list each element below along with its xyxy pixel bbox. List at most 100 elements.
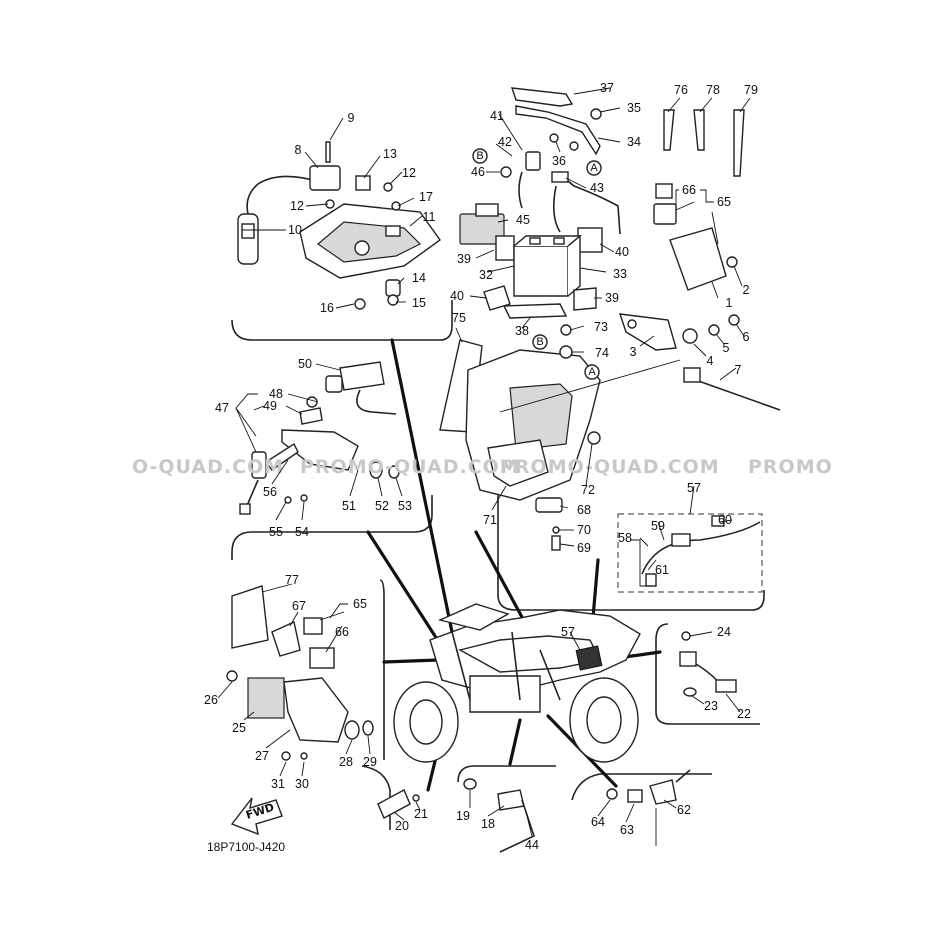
callout-73: 73: [594, 320, 608, 334]
callout-41: 41: [490, 109, 504, 123]
section-curve-right: [497, 490, 765, 611]
callout-9: 9: [348, 111, 355, 125]
callout-45: 45: [516, 213, 530, 227]
callout-47: 47: [215, 401, 229, 415]
callout-29: 29: [363, 755, 377, 769]
callout-14: 14: [412, 271, 426, 285]
callout-71: 71: [483, 513, 497, 527]
section-curve-bottom-3: [571, 773, 712, 801]
callout-67: 67: [292, 599, 306, 613]
callout-13: 13: [383, 147, 397, 161]
main-switch-assembly: [239, 361, 400, 515]
callout-30: 30: [295, 777, 309, 791]
atv-vehicle: [393, 603, 641, 763]
callout-15: 15: [412, 296, 426, 310]
diagram-code: 18P7100-J420: [207, 840, 285, 854]
ignition-coil-assembly: [237, 141, 441, 310]
fwd-arrow-icon: [230, 797, 283, 836]
ref-b-circle-2: [532, 334, 548, 350]
callout-27: 27: [255, 749, 269, 763]
callout-12-a: 12: [290, 199, 304, 213]
section-curve-bottom-2: [457, 765, 556, 783]
reference-markers: B A B A: [472, 148, 602, 380]
callout-51: 51: [342, 499, 356, 513]
callout-18: 18: [481, 817, 495, 831]
callout-3: 3: [630, 345, 637, 359]
callout-75: 75: [452, 311, 466, 325]
ref-a-label-1: A: [590, 162, 598, 174]
callout-56: 56: [263, 485, 277, 499]
rectifier-assembly: [226, 585, 374, 761]
callout-55: 55: [269, 525, 283, 539]
ref-a-label-2: A: [588, 366, 596, 378]
callout-43: 43: [590, 181, 604, 195]
callout-22: 22: [737, 707, 751, 721]
watermark-1: O-QUAD.COM: [132, 456, 284, 478]
callout-60: 60: [718, 513, 732, 527]
callout-76: 76: [674, 83, 688, 97]
callout-42: 42: [498, 135, 512, 149]
callout-7: 7: [735, 363, 742, 377]
callout-37: 37: [600, 81, 614, 95]
callout-10: 10: [288, 223, 302, 237]
watermark-4: PROMO: [748, 456, 833, 478]
callout-46: 46: [471, 165, 485, 179]
callout-57-b: 57: [561, 625, 575, 639]
watermark-3: PROMO-QUAD.COM: [500, 456, 720, 478]
callout-20: 20: [395, 819, 409, 833]
callout-5: 5: [723, 341, 730, 355]
callout-77-b: 78: [706, 83, 720, 97]
callout-70: 70: [577, 523, 591, 537]
group-brackets: [235, 189, 714, 619]
callout-77: 77: [285, 573, 299, 587]
section-curve-bottom-1: [361, 765, 391, 830]
watermarks: O-QUAD.COM PROMO-QUAD.COM PROMO-QUAD.COM…: [132, 456, 833, 478]
section-curve-right-lower: [655, 623, 760, 725]
callout-59: 59: [651, 519, 665, 533]
callout-26: 26: [204, 693, 218, 707]
callout-39-a: 39: [457, 252, 471, 266]
callout-39-b: 39: [605, 291, 619, 305]
callout-33: 33: [613, 267, 627, 281]
callout-63: 63: [620, 823, 634, 837]
callout-1: 1: [726, 296, 733, 310]
callout-54: 54: [295, 525, 309, 539]
callout-11: 11: [423, 210, 436, 224]
callout-52: 52: [375, 499, 389, 513]
section-curve-mid-left: [231, 495, 433, 560]
wire-harness-detail: [617, 513, 763, 593]
callout-66-b: 66: [335, 625, 349, 639]
callout-48: 48: [269, 387, 283, 401]
callout-62: 62: [677, 803, 691, 817]
callout-79: 79: [744, 83, 758, 97]
callout-24: 24: [717, 625, 731, 639]
callout-58: 58: [618, 531, 632, 545]
callout-38: 38: [515, 324, 529, 338]
callout-12-b: 12: [402, 166, 416, 180]
callout-32: 32: [479, 268, 493, 282]
relay-cdi-assembly: [499, 109, 781, 413]
callout-50: 50: [298, 357, 312, 371]
callout-57-a: 57: [687, 481, 701, 495]
callout-19: 19: [456, 809, 470, 823]
callout-25: 25: [232, 721, 246, 735]
section-curve-lower-left: [379, 579, 385, 760]
callout-31: 31: [271, 777, 285, 791]
callout-16: 16: [320, 301, 334, 315]
callout-64: 64: [591, 815, 605, 829]
callout-65-b: 65: [353, 597, 367, 611]
callout-23: 23: [704, 699, 718, 713]
callout-6: 6: [743, 330, 750, 344]
speed-sensor-assembly: [679, 631, 737, 697]
ref-b-circle-1: [472, 148, 488, 164]
callout-leaders: [217, 87, 751, 837]
callout-2: 2: [743, 283, 750, 297]
callout-40-a: 40: [615, 245, 629, 259]
callout-49: 49: [263, 399, 277, 413]
watermark-2: PROMO-QUAD.COM: [300, 456, 520, 478]
callout-69: 69: [577, 541, 591, 555]
callout-66-a: 66: [682, 183, 696, 197]
section-outlines: [231, 300, 765, 830]
